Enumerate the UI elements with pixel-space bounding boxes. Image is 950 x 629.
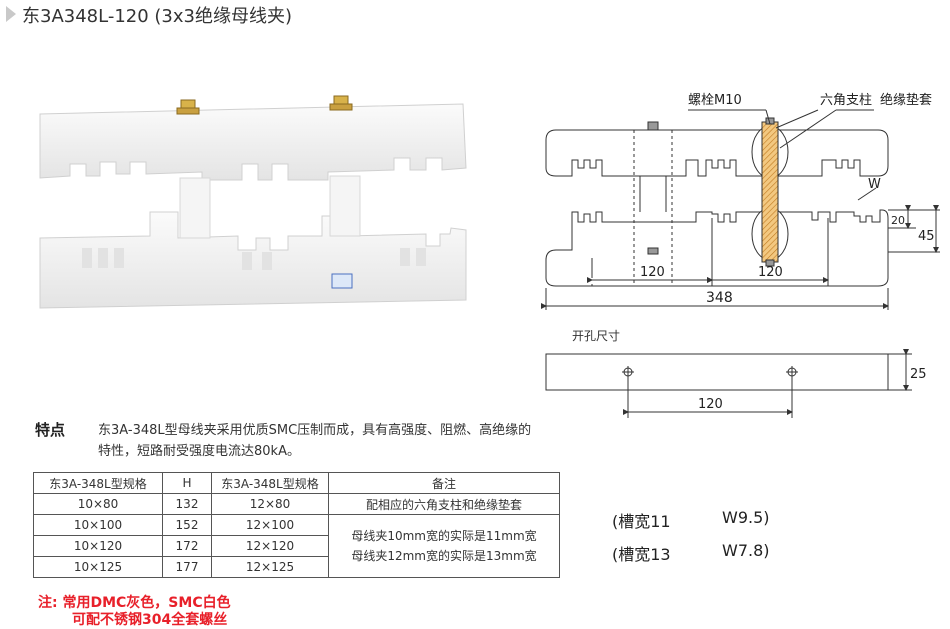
dim-120-left: 120 bbox=[640, 265, 665, 280]
bolt-icon-left bbox=[176, 99, 200, 115]
table-remark-2b: 母线夹12mm宽的实际是13mm宽 bbox=[351, 549, 537, 563]
table-cell: 132 bbox=[162, 493, 212, 515]
dim-45: 45 bbox=[918, 229, 935, 244]
dim-348: 348 bbox=[706, 290, 733, 306]
features-text: 东3A-348L型母线夹采用优质SMC压制而成，具有高强度、阻燃、高绝缘的特性，… bbox=[98, 423, 532, 459]
spec-table: 东3A-348L型规格 H 东3A-348L型规格 备注 10×80 132 1… bbox=[33, 472, 560, 578]
slot-label-2: (槽宽13 bbox=[612, 545, 671, 564]
title-bar: 东3A348L-120 (3x3绝缘母线夹) bbox=[0, 0, 950, 30]
note-line-2: 可配不锈钢304全套螺丝 bbox=[72, 612, 228, 628]
table-row: 10×125 177 12×125 bbox=[33, 556, 560, 578]
technical-drawing: 螺栓M10 六角支柱 绝缘垫套 W 20 45 120 120 348 25 bbox=[541, 92, 940, 418]
dim-20: 20 bbox=[891, 214, 905, 227]
title-arrow-icon bbox=[6, 6, 16, 22]
table-header-cell: 东3A-348L型规格 bbox=[211, 472, 329, 494]
callout-insulation-pad: 绝缘垫套 bbox=[880, 92, 932, 108]
drawing-hex-pillar bbox=[751, 117, 789, 267]
table-cell: 10×100 bbox=[33, 514, 163, 536]
note-line-1: 注: 常用DMC灰色，SMC白色 bbox=[38, 595, 231, 611]
table-header-cell: 备注 bbox=[328, 472, 560, 494]
bolt-icon-right bbox=[329, 95, 353, 111]
callout-bolt: 螺栓M10 bbox=[688, 93, 742, 108]
table-cell: 12×120 bbox=[211, 535, 329, 557]
page-title: 东3A348L-120 (3x3绝缘母线夹) bbox=[22, 6, 293, 27]
slot-label-1: (槽宽11 bbox=[612, 512, 671, 531]
features-heading: 特点 bbox=[35, 421, 66, 439]
hole-size-label: 开孔尺寸 bbox=[572, 329, 621, 343]
table-cell: 12×100 bbox=[211, 514, 329, 536]
clamp-top-bar bbox=[39, 103, 467, 181]
table-header-cell: 东3A-348L型规格 bbox=[33, 472, 163, 494]
table-header-row: 东3A-348L型规格 H 东3A-348L型规格 备注 bbox=[33, 472, 560, 494]
logo-label-icon bbox=[331, 273, 353, 289]
table-row: 10×120 172 12×120 bbox=[33, 535, 560, 557]
dim-120-right: 120 bbox=[758, 265, 783, 280]
table-cell: 177 bbox=[162, 556, 212, 578]
table-remark-2a: 母线夹10mm宽的实际是11mm宽 bbox=[351, 529, 537, 543]
table-remark-1: 配相应的六角支柱和绝缘垫套 bbox=[328, 493, 560, 515]
dim-25: 25 bbox=[910, 367, 927, 382]
drawing-bottom-bar bbox=[545, 209, 889, 287]
table-cell: 152 bbox=[162, 514, 212, 536]
slot-w-2: W7.8) bbox=[722, 541, 770, 560]
clamp-pillar-right bbox=[329, 175, 361, 237]
callout-hex-pillar: 六角支柱 bbox=[820, 93, 872, 108]
clamp-pillar-left bbox=[179, 177, 211, 239]
table-cell: 10×125 bbox=[33, 556, 163, 578]
table-cell: 10×120 bbox=[33, 535, 163, 557]
table-cell: 10×80 bbox=[33, 493, 163, 515]
callout-w: W bbox=[868, 177, 881, 192]
table-cell: 12×80 bbox=[211, 493, 329, 515]
table-cell: 12×125 bbox=[211, 556, 329, 578]
hole-plate bbox=[545, 353, 889, 391]
table-row: 10×80 132 12×80 配相应的六角支柱和绝缘垫套 bbox=[33, 493, 560, 515]
slot-w-1: W9.5) bbox=[722, 508, 770, 527]
drawing-top-bar bbox=[545, 129, 889, 177]
dim-120-hole: 120 bbox=[698, 397, 723, 412]
table-header-cell: H bbox=[162, 472, 212, 494]
table-cell: 172 bbox=[162, 535, 212, 557]
product-photo bbox=[39, 95, 467, 309]
table-row: 10×100 152 12×100 母线夹10mm宽的实际是11mm宽 母线夹1… bbox=[33, 514, 560, 578]
table-remark-2: 母线夹10mm宽的实际是11mm宽 母线夹12mm宽的实际是13mm宽 bbox=[328, 514, 560, 578]
drawing-bolt-left bbox=[647, 121, 659, 255]
